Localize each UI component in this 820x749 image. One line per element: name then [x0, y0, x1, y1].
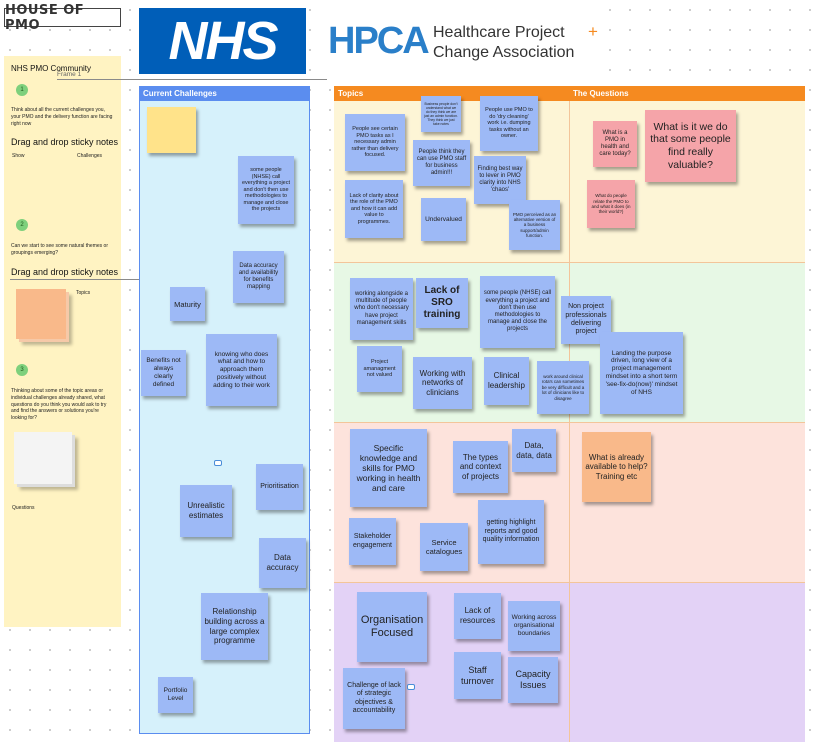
topic-sticky[interactable]: Undervalued	[421, 198, 466, 241]
hpca-line2: Change Association	[433, 44, 575, 61]
topic-sticky[interactable]: Staff turnover	[454, 652, 501, 699]
step-2-text: Can we start to see some natural themes …	[11, 243, 108, 256]
topic-sticky[interactable]: Working across organisational boundaries	[508, 601, 560, 651]
challenge-sticky[interactable]: Maturity	[170, 287, 205, 321]
comment-icon[interactable]	[407, 684, 415, 690]
frame-label: Frame 1	[57, 71, 82, 78]
topic-sticky[interactable]: Finding best way to lever in PMO clarity…	[474, 156, 526, 204]
topic-sticky[interactable]: working alongside a multitude of people …	[350, 278, 413, 340]
topic-sticky[interactable]: Challenge of lack of strategic objective…	[343, 668, 405, 729]
empty-yellow-sticky[interactable]	[147, 107, 196, 153]
frame-divider	[57, 79, 327, 80]
topic-sticky[interactable]: People use PMO to do 'dry cleaning' work…	[480, 96, 538, 151]
question-sticky[interactable]: What is a PMO in health and care today?	[593, 121, 637, 167]
house-of-pmo-text: HOUSE OF PMO	[5, 2, 85, 33]
topic-sticky[interactable]: Lack of SRO training	[416, 278, 468, 328]
step-1-badge: 1	[16, 84, 28, 96]
row-divider	[334, 422, 805, 423]
question-sticky[interactable]: What is it we do that some people find r…	[645, 110, 736, 182]
question-sticky[interactable]: What is already available to help? Train…	[582, 432, 651, 502]
challenge-sticky[interactable]: Prioritisation	[256, 464, 303, 510]
challenge-sticky[interactable]: knowing who does what and how to approac…	[206, 334, 277, 406]
topic-sticky[interactable]: Working with networks of clinicians	[413, 357, 472, 409]
drag-label-2: Drag and drop sticky notes	[11, 267, 119, 277]
topic-sticky[interactable]: Stakeholder engagement	[349, 518, 396, 565]
topic-sticky[interactable]: Data, data, data	[512, 429, 556, 472]
drag-label-1: Drag and drop sticky notes	[11, 137, 119, 147]
questions-divider	[569, 101, 570, 742]
step-1-text: Think about all the current challenges y…	[11, 107, 113, 127]
house-of-pmo-logo: HOUSE OF PMO	[4, 3, 121, 33]
challenge-sticky[interactable]: Benefits not always clearly defined	[141, 350, 186, 396]
challenges-header: Current Challenges	[139, 86, 310, 101]
topic-sticky[interactable]: People think they can use PMO staff for …	[413, 140, 470, 186]
hpca-line1: Healthcare Project	[433, 24, 565, 41]
challenge-sticky[interactable]: Data accuracy	[259, 538, 306, 588]
topic-sticky[interactable]: Capacity Issues	[508, 657, 558, 703]
challenge-sticky[interactable]: some people (NHSE) call everything a pro…	[238, 156, 294, 224]
question-sticky[interactable]: What do people relate the PMO to and wha…	[587, 180, 635, 228]
questions-label: Questions	[12, 505, 35, 511]
topic-sticky[interactable]: Organisation Focused	[357, 592, 427, 662]
topics-divider	[10, 279, 240, 280]
step-3-text: Thinking about some of the topic areas o…	[11, 388, 107, 421]
step-3-badge: 3	[16, 364, 28, 376]
row-divider	[334, 582, 805, 583]
step-2-badge: 2	[16, 219, 28, 231]
col-challenges-label: Challenges	[77, 153, 103, 159]
comment-icon[interactable]	[214, 460, 222, 466]
topic-sticky[interactable]: Lack of resources	[454, 593, 501, 639]
topic-sticky[interactable]: Project amanagment not valued	[357, 346, 402, 392]
sidebar-title: NHS PMO Community	[11, 64, 92, 73]
topic-sticky[interactable]: Landing the purpose driven, long view of…	[600, 332, 683, 414]
topic-sticky[interactable]: The types and context of projects	[453, 441, 508, 493]
sample-question-sticky[interactable]	[14, 432, 72, 484]
hpca-mark: HPCA	[328, 20, 430, 62]
hpca-logo: HPCA Healthcare Project + Change Associa…	[318, 8, 606, 76]
challenge-sticky[interactable]: Unrealistic estimates	[180, 485, 232, 537]
topic-sticky[interactable]: Specific knowledge and skills for PMO wo…	[350, 429, 427, 507]
sample-topic-sticky[interactable]	[16, 289, 66, 339]
row-divider	[334, 262, 805, 263]
topic-sticky[interactable]: getting highlight reports and good quali…	[478, 500, 544, 564]
topic-sticky[interactable]: People see certain PMO tasks as I necess…	[345, 114, 405, 171]
challenge-sticky[interactable]: Relationship building across a large com…	[201, 593, 268, 660]
col-show-label: Show	[12, 153, 25, 159]
topic-sticky[interactable]: work around clinical rota's can sometime…	[537, 361, 589, 414]
challenge-sticky[interactable]: Data accuracy and availability for benef…	[233, 251, 284, 303]
topic-sticky[interactable]: PMO perceived as an alternative version …	[509, 200, 560, 250]
topic-sticky[interactable]: Business people don't understand what we…	[421, 96, 461, 132]
topic-sticky[interactable]: some people (NHSE) call everything a pro…	[480, 276, 555, 348]
topics-label: Topics	[76, 290, 91, 296]
topic-sticky[interactable]: Service catalogues	[420, 523, 468, 571]
questions-header: The Questions	[569, 86, 805, 101]
hpca-plus: +	[588, 22, 598, 41]
challenge-sticky[interactable]: Portfolio Level	[158, 677, 193, 713]
topic-sticky[interactable]: Lack of clarity about the role of the PM…	[345, 180, 403, 238]
nhs-logo-text: NHS	[168, 11, 278, 71]
nhs-logo: NHS	[139, 8, 306, 74]
topic-sticky[interactable]: Clinical leadership	[484, 357, 529, 405]
instructions-panel	[4, 56, 121, 627]
